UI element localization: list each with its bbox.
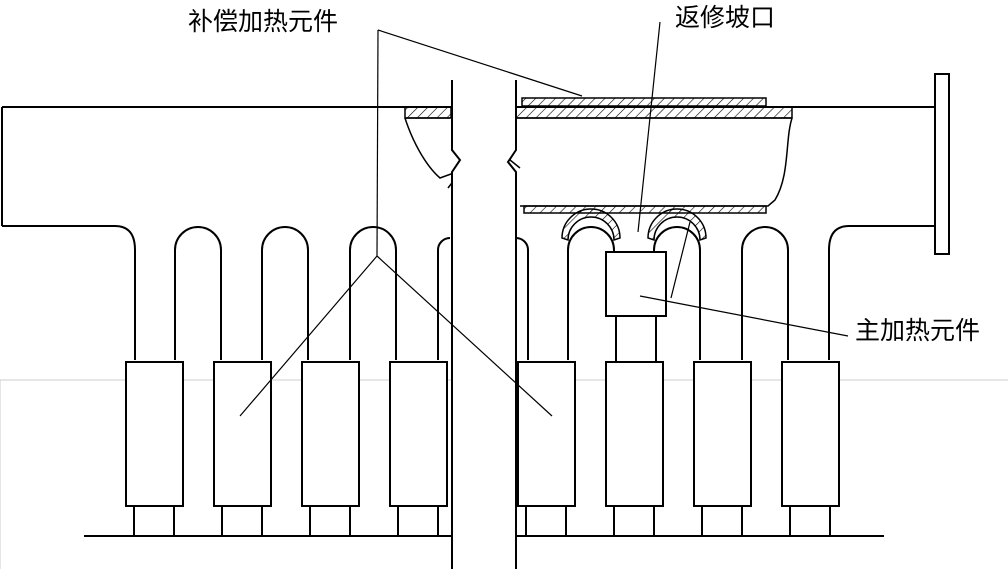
leader-lines: [240, 22, 848, 416]
branch-arches: [115, 226, 849, 360]
main-heater: [606, 252, 666, 362]
pipe-flange: [935, 74, 949, 254]
compensation-heater-lower: [524, 206, 766, 213]
heater-bands: [126, 362, 839, 506]
label-repair-groove: 返修坡口: [675, 3, 776, 32]
arch-heaters: [562, 209, 706, 240]
pipe-stubs: [134, 506, 830, 536]
label-compensation-heating-element: 补偿加热元件: [188, 7, 339, 36]
main-heater-box: [606, 252, 666, 316]
break-line-left: [405, 118, 462, 188]
label-main-heating-element: 主加热元件: [855, 316, 981, 345]
break-band: [452, 80, 516, 569]
compensation-heater-top: [522, 98, 766, 106]
